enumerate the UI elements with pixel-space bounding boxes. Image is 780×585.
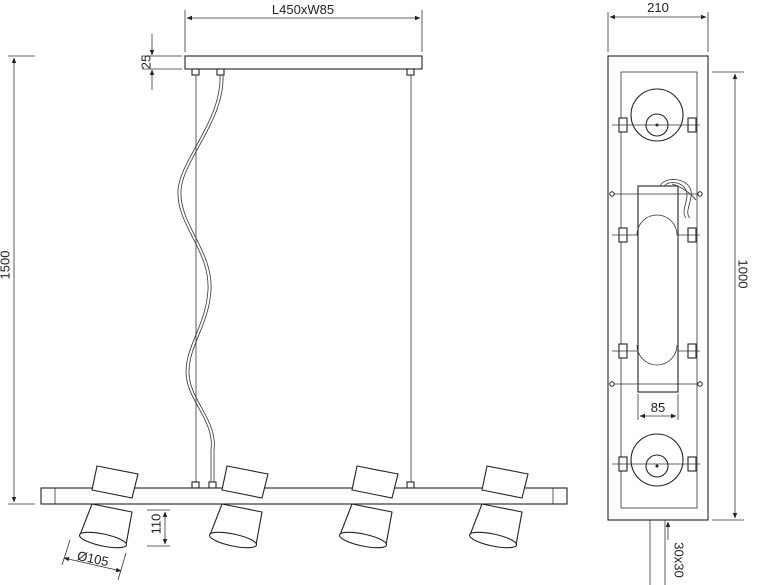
svg-text:1000: 1000 [736,260,751,289]
cable-fixing-bottom-mid [208,481,217,489]
canopy [184,55,423,70]
cable-fixing-top-right [406,68,415,76]
dimension-canopy-width-top: 85 [637,394,679,420]
top-spot-4 [612,433,700,487]
dimension-bar-section: 30x30 [649,520,687,585]
dimension-shade-diameter: Ø105 [61,539,127,581]
light-bar [40,487,568,505]
dimension-length-top: 1000 [712,71,751,521]
cable-fixing-bottom-right [406,481,415,489]
svg-text:30x30: 30x30 [672,542,687,577]
svg-text:25: 25 [138,55,153,69]
svg-text:1500: 1500 [0,251,12,280]
svg-text:210: 210 [647,0,669,15]
dimension-width-top: 210 [607,0,709,52]
spotlight-4 [468,465,529,549]
power-cable [177,74,221,484]
front-view: L450xW85 25 1500 110 [0,2,568,581]
spotlight-3 [338,465,399,549]
cable-fixing-bottom-left [191,481,200,489]
spotlight-1 [78,465,139,549]
dimension-canopy-size: L450xW85 [184,2,423,52]
cable-fixing-top-left [191,68,200,76]
dimension-total-height: 1500 [0,55,35,505]
svg-text:Ø105: Ø105 [76,548,110,569]
top-spot-1 [612,88,700,142]
svg-text:L450xW85: L450xW85 [272,2,334,17]
top-cable-coil [659,179,697,219]
top-canopy [637,185,679,393]
spotlight-2 [208,465,269,549]
cable-fixing-top-mid [216,68,225,76]
dimension-canopy-height: 25 [138,34,182,90]
dimension-shade-height: 110 [147,509,170,547]
svg-text:85: 85 [651,400,665,415]
top-view: 210 1000 85 30x30 [607,0,751,585]
svg-text:110: 110 [148,514,163,535]
